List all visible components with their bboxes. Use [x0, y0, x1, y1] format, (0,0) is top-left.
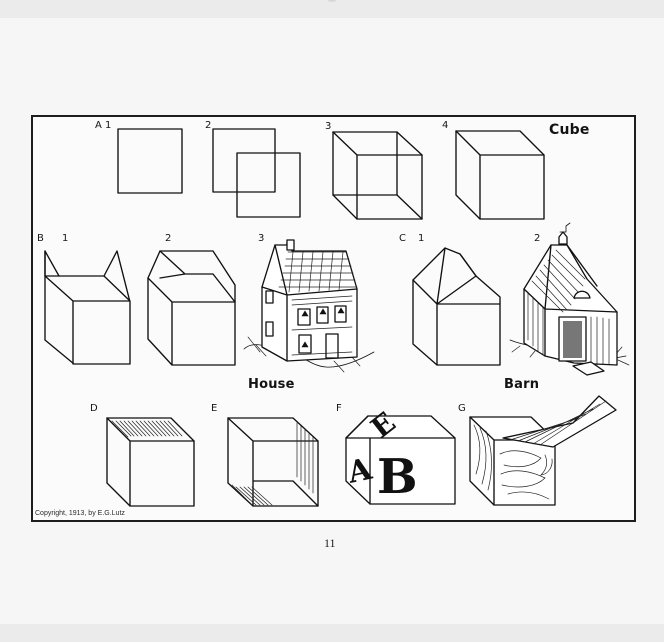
label-b3: 3: [258, 233, 265, 244]
label-e: E: [211, 403, 218, 414]
top-margin: [0, 0, 664, 18]
label-b1: 1: [62, 233, 69, 244]
top-page-mark: [327, 0, 337, 2]
cube-a3-drawing: [332, 131, 423, 220]
letter-block-f-drawing: E A B: [344, 406, 456, 505]
cube-b1-drawing: [44, 250, 131, 365]
label-b2: 2: [165, 233, 172, 244]
label-a4: 4: [442, 120, 449, 131]
label-c1: 1: [418, 233, 425, 244]
wooden-box-g-drawing: [469, 395, 617, 506]
label-a2: 2: [205, 120, 212, 131]
label-a1: A 1: [95, 120, 112, 131]
cube-a2-drawing: [212, 128, 301, 218]
box-d-drawing: [106, 417, 195, 507]
label-a3: 3: [325, 121, 332, 132]
barn-drawing: [509, 222, 630, 376]
label-d: D: [90, 403, 98, 414]
barn-caption: Barn: [504, 377, 540, 392]
cube-a4-drawing: [455, 130, 545, 220]
label-g: G: [458, 403, 466, 414]
page-number: 11: [324, 536, 336, 550]
cube-c1-drawing: [412, 247, 501, 366]
label-c2: 2: [534, 233, 541, 244]
block-front-letter: B: [377, 449, 418, 505]
page-title: Cube: [549, 122, 590, 138]
cube-b2-drawing: [147, 250, 236, 366]
copyright-text: Copyright, 1913, by E.G.Lutz: [35, 510, 125, 517]
label-f: F: [336, 403, 342, 414]
label-c: C: [399, 233, 406, 244]
cube-a1-drawing: [117, 128, 183, 194]
box-e-drawing: [227, 417, 319, 507]
bottom-margin: [0, 624, 664, 642]
label-b: B: [37, 233, 44, 244]
house-drawing: [243, 239, 375, 373]
house-caption: House: [248, 377, 295, 392]
